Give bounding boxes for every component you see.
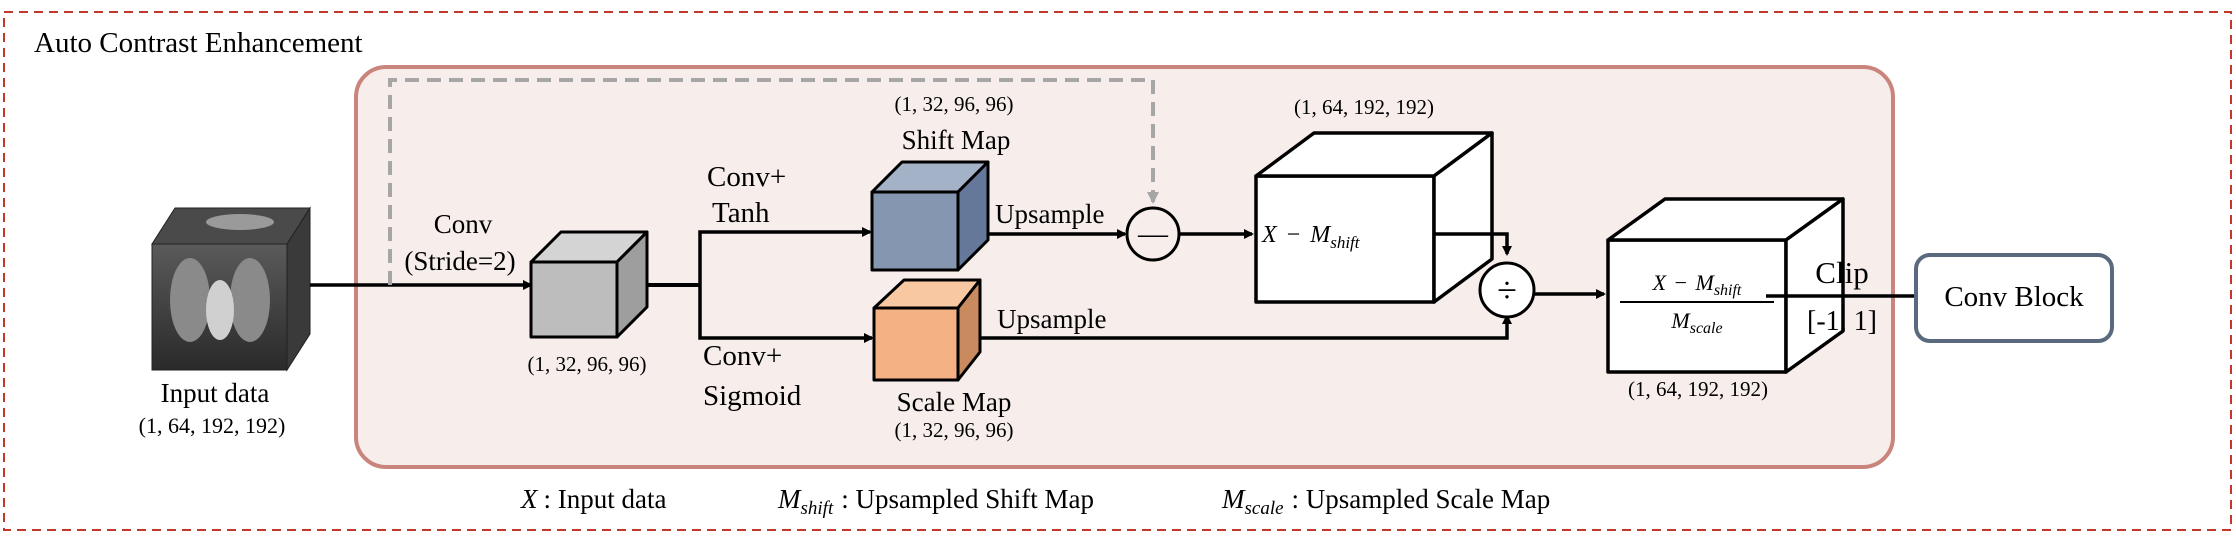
minus-symbol: —: [1137, 217, 1169, 250]
sub-block-shape: (1, 64, 192, 192): [1294, 95, 1434, 119]
upsample-bottom-arrow: [980, 314, 1512, 340]
sub-block-expression: X − Mshift: [1261, 222, 1361, 252]
conv-shape: (1, 32, 96, 96): [528, 352, 647, 376]
upsample-top-label: Upsample: [995, 199, 1104, 229]
input-ct-volume: [151, 206, 311, 372]
sub-to-divide-arrow: [1434, 232, 1512, 256]
scale-map-shape: (1, 32, 96, 96): [895, 418, 1014, 442]
branch-top-line2: Tanh: [712, 197, 770, 229]
scale-map-label: Scale Map: [897, 387, 1012, 417]
subtraction-cube: [1254, 131, 1494, 304]
input-label: Input data: [161, 378, 270, 408]
scale-map-cube: [872, 278, 982, 382]
branch-bottom-line2: Sigmoid: [703, 380, 802, 412]
shift-map-shape: (1, 32, 96, 96): [895, 92, 1014, 116]
conv-block-label: Conv Block: [1944, 281, 2084, 313]
conv-block: [1914, 253, 2114, 343]
shift-map-label: Shift Map: [902, 125, 1011, 155]
legend: X: Input data Mshift: Upsampled Shift Ma…: [520, 484, 1550, 519]
outer-frame: [3, 11, 2232, 531]
diagram-title: Auto Contrast Enhancement: [34, 27, 363, 59]
conv-label-line2: (Stride=2): [404, 246, 515, 276]
normalized-cube: [1606, 197, 1845, 374]
divide-operator: [1478, 261, 1536, 319]
input-shape: (1, 64, 192, 192): [139, 413, 286, 438]
clip-range: [-1, 1]: [1807, 306, 1877, 337]
divide-symbol: ÷: [1497, 270, 1517, 310]
legend-shift: Mshift: Upsampled Shift Map: [777, 484, 1094, 519]
shift-map-cube: [870, 160, 990, 272]
branch-top-arrow: [698, 227, 872, 285]
upsample-bottom-label: Upsample: [997, 304, 1106, 334]
branch-bottom-line1: Conv+: [703, 340, 782, 372]
conv-label-line1: Conv: [434, 209, 493, 239]
branch-top-line1: Conv+: [707, 161, 786, 193]
branch-bottom-arrow: [698, 285, 874, 343]
enhancement-panel: [354, 65, 1895, 469]
conv-feature-cube: [529, 230, 649, 339]
clip-label: Clip: [1815, 255, 1868, 290]
div-block-shape: (1, 64, 192, 192): [1628, 377, 1768, 401]
div-block-numerator: X − Mshift: [1652, 270, 1742, 299]
legend-scale: Mscale: Upsampled Scale Map: [1221, 484, 1550, 519]
legend-x: X: Input data: [520, 484, 666, 514]
div-block-denominator: Mscale: [1670, 308, 1722, 337]
